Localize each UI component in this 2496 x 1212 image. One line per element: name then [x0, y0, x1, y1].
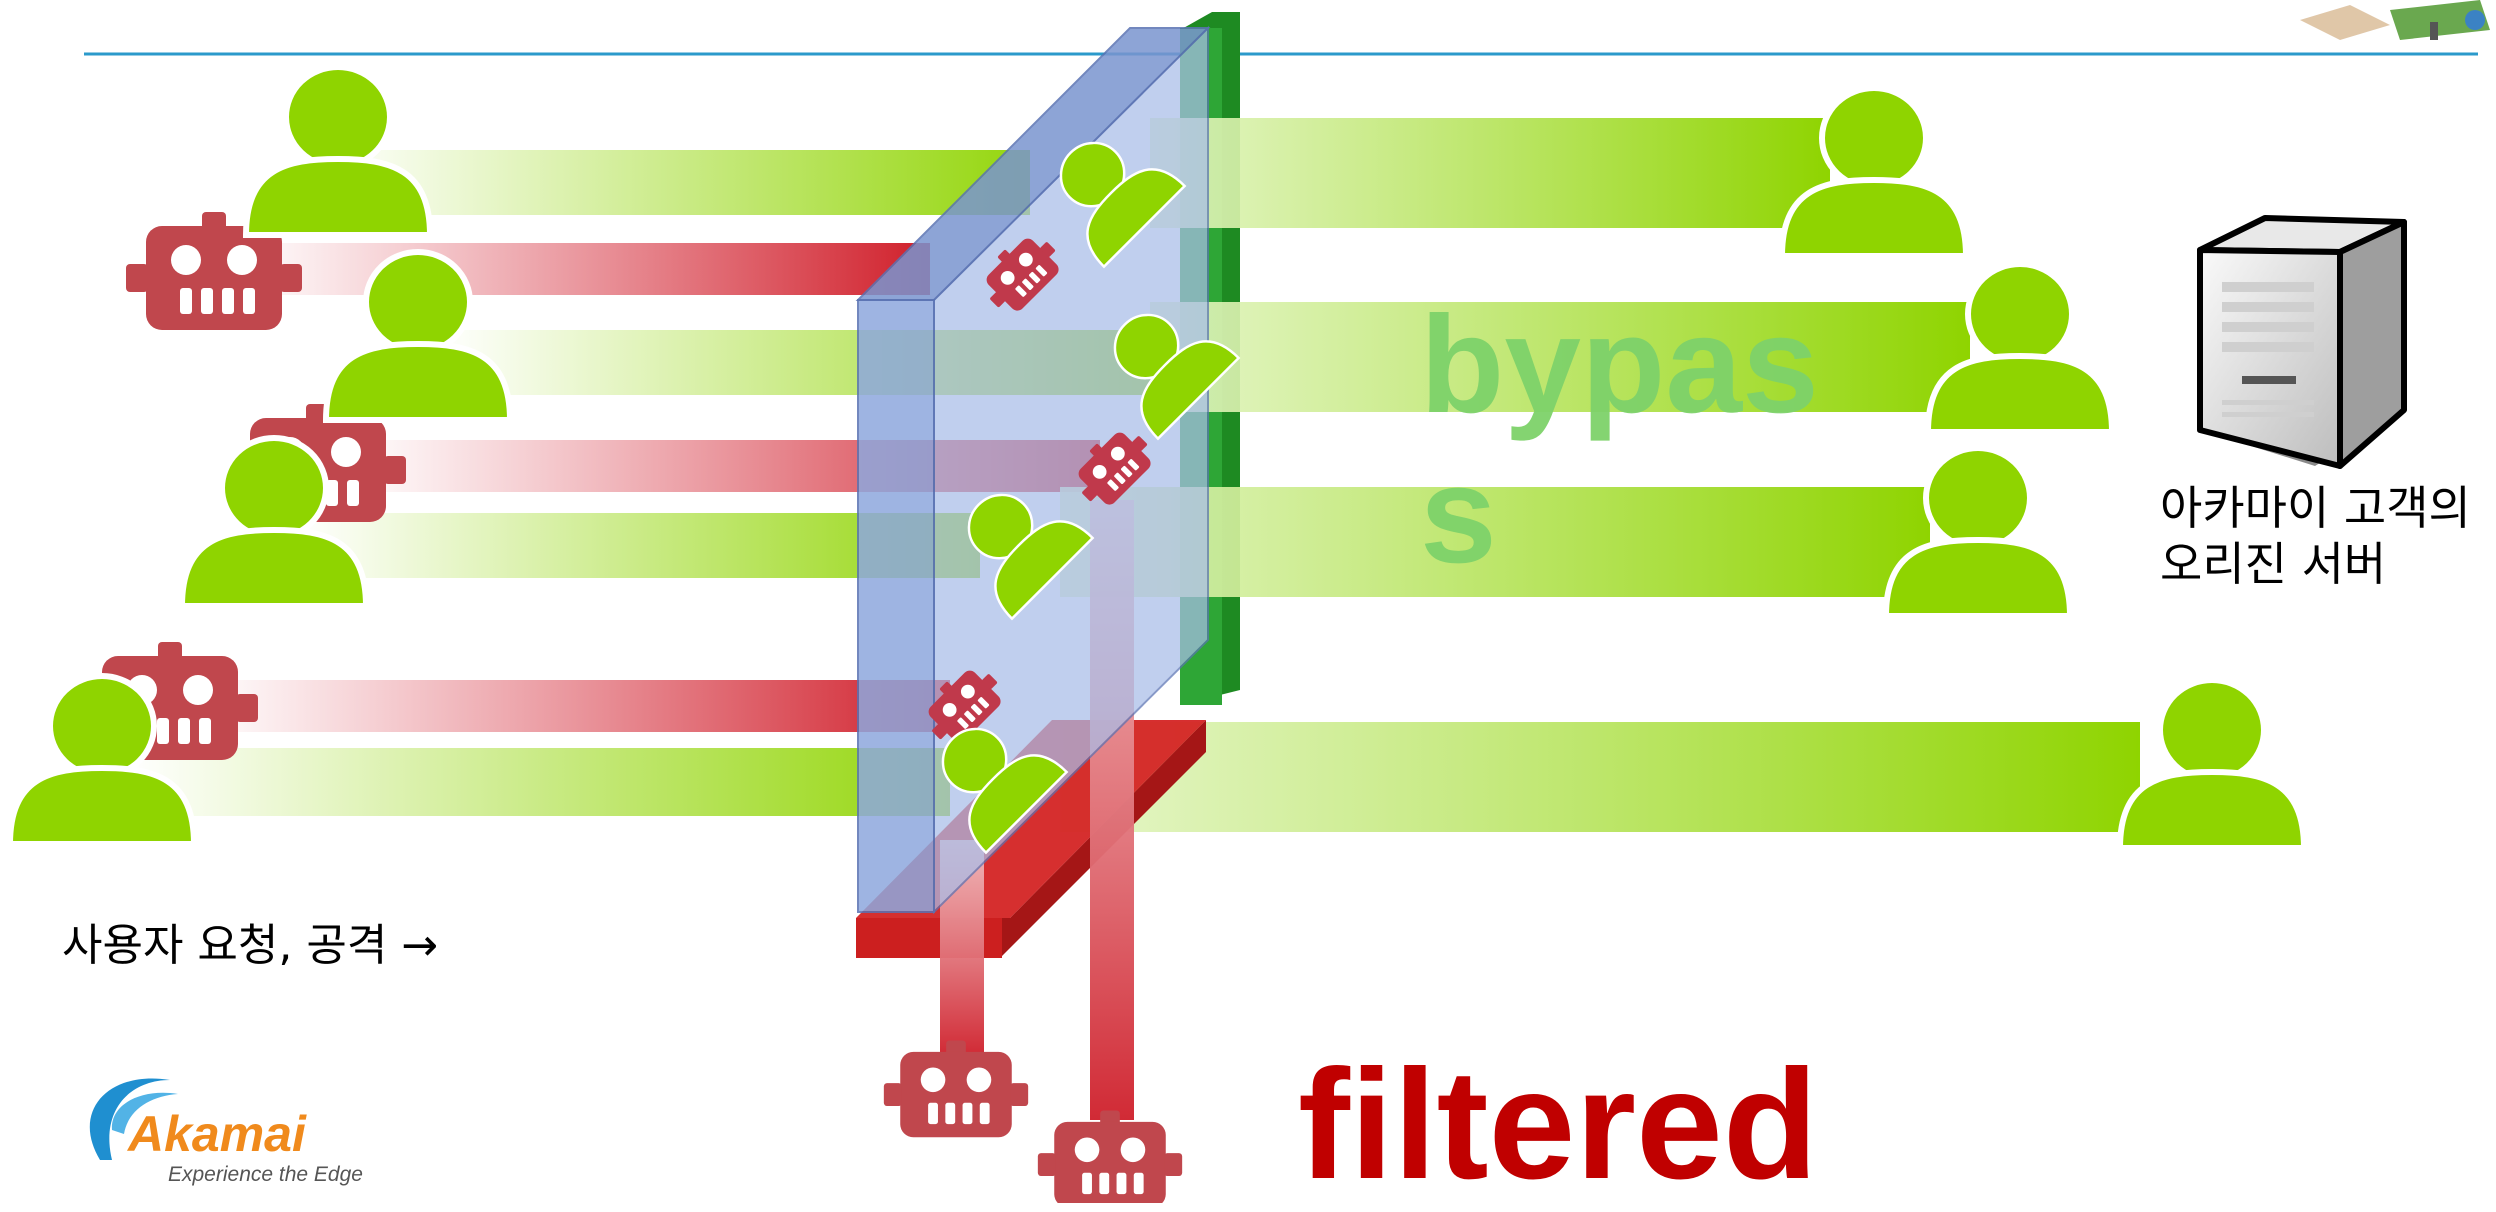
bypassed-bar — [1150, 302, 1970, 412]
user-icon — [2120, 680, 2304, 848]
bypassed-bar — [1060, 722, 2140, 832]
brand-name: Akamai — [128, 1106, 306, 1162]
bypass-label: bypass — [1420, 288, 1819, 592]
user-request-bar — [330, 150, 1030, 215]
user-request-bar — [130, 748, 950, 816]
bot-icon — [883, 1040, 1029, 1138]
origin-server-label: 아카마이 고객의 오리진 서버 — [2160, 481, 2471, 591]
akamai-logo-icon — [89, 1078, 178, 1160]
filtered-bots — [883, 1040, 1183, 1203]
bot-request-bar — [240, 243, 930, 295]
waf-shield — [855, 25, 1211, 915]
user-requests-label: 사용자 요청, 공격 → — [62, 920, 439, 971]
filtered-label: filtered — [1298, 1038, 1819, 1212]
bot-icon — [1037, 1110, 1183, 1203]
brand-tagline: Experience the Edge — [168, 1163, 363, 1186]
server-icon — [2197, 215, 2407, 469]
bot-request-bar — [200, 680, 950, 732]
corner-decoration-icon — [2300, 0, 2490, 40]
bypassed-bar — [1150, 118, 1830, 228]
